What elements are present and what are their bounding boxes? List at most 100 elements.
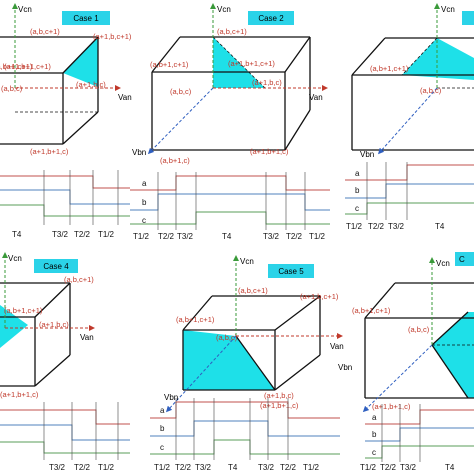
case-5-time-label: T1/2 <box>154 463 171 472</box>
case-2-wave-c <box>130 211 330 225</box>
case-5-time-label: T1/2 <box>303 463 320 472</box>
case-3-vertex: (a,b+1,c+1) <box>370 64 409 73</box>
case-6-wave-c <box>365 445 474 459</box>
case-3-wave-a <box>345 164 474 181</box>
case-1-vertex: (a+1,b+1,c) <box>30 147 69 156</box>
case-1-time-label: T1/2 <box>98 230 115 239</box>
case-1-wave-b <box>0 189 130 205</box>
case-6-phase-a-label: a <box>372 413 377 422</box>
case-5-shaded-region <box>183 330 275 390</box>
case-1-wave-a <box>0 175 130 189</box>
case-2-vertex: (a+1,b+1,c) <box>250 147 289 156</box>
case-5-vbn-axis <box>165 335 237 413</box>
case-3-time-label: T1/2 <box>346 222 363 231</box>
case-2-phase-c-label: c <box>142 216 146 225</box>
case-6-time-label: T1/2 <box>360 463 377 472</box>
case-2-vbn-label: Vbn <box>132 148 146 157</box>
case-5-panel: Vcn Van Vbn Case 5 (a,b,c+1) (a,b+1,c+1)… <box>150 255 344 472</box>
case-4-title: Case 4 <box>43 262 69 271</box>
case-4-wave-c <box>0 441 130 454</box>
case-5-vertex: (a,b+1,c+1) <box>176 315 215 324</box>
case-3-shaded-region <box>402 38 474 80</box>
case-3-wave-c <box>345 202 474 215</box>
case-1-vertex: (a,b+1,c+1) <box>0 62 33 71</box>
case-6-title: C <box>459 255 465 264</box>
case-3-wave-b <box>345 183 474 199</box>
case-5-time-label: T3/2 <box>195 463 212 472</box>
case-3-phase-b-label: b <box>355 186 360 195</box>
case-4-time-label: T3/2 <box>49 463 66 472</box>
case-2-badge <box>248 11 294 25</box>
case-3-time-label: T3/2 <box>388 222 405 231</box>
case-3-vertex: (a,b,c) <box>420 86 442 95</box>
case-1-panel: Vcn Van Case 1 (a,b,c+1) (a+1,b,c+1) (a,… <box>0 3 132 239</box>
case-6-vertex: (a+1,b+1,c) <box>372 402 411 411</box>
case-2-vertex: (a,b,c) <box>170 87 192 96</box>
case-2-time-label: T3/2 <box>177 232 194 241</box>
case-5-badge <box>268 264 314 278</box>
case-1-time-label: T4 <box>12 230 22 239</box>
case-6-wave-b <box>365 427 474 442</box>
case-5-wave-b <box>150 420 340 437</box>
case-6-vbn-label: Vbn <box>338 363 352 372</box>
case-2-time-label: T4 <box>222 232 232 241</box>
case-6-time-label: T4 <box>445 463 455 472</box>
case-1-title: Case 1 <box>73 14 99 23</box>
case-2-vertex: (a,b+1,c+1) <box>150 60 189 69</box>
case-6-wave-a <box>365 409 474 425</box>
case-4-vertex: (a+1,b,c) <box>39 320 69 329</box>
case-4-vertex: (a,b,c+1) <box>64 275 94 284</box>
case-1-vertex: (a+1,b,c+1) <box>93 32 132 41</box>
case-4-shaded-region <box>0 305 28 348</box>
case-2-phase-b-label: b <box>142 198 147 207</box>
case-2-vcn-label: Vcn <box>217 5 231 14</box>
case-2-time-label: T2/2 <box>286 232 303 241</box>
case-3-time-label: T2/2 <box>368 222 385 231</box>
case-2-phase-a-label: a <box>142 179 147 188</box>
case-4-vertex: (a+1,b+1,c) <box>0 390 39 399</box>
case-1-vertex: (a,b,c) <box>1 84 23 93</box>
case-5-time-label: T2/2 <box>280 463 297 472</box>
case-3-vbn-axis <box>378 87 438 155</box>
case-4-panel: Vcn Van Case 4 (a,b,c+1) (a,b+1,c+1) (a+… <box>0 252 130 472</box>
case-4-wave-a <box>0 409 130 425</box>
case-3-phase-c-label: c <box>355 204 359 213</box>
case-5-vertex: (a,b,c) <box>216 333 238 342</box>
case-6-shaded-region <box>432 312 468 398</box>
case-5-vcn-label: Vcn <box>240 257 254 266</box>
case-2-time-label: T1/2 <box>133 232 150 241</box>
case-4-vertex: (a,b+1,c+1) <box>4 306 43 315</box>
case-3-vbn-label: Vbn <box>360 150 374 159</box>
case-4-van-label: Van <box>80 333 94 342</box>
case-1-vertex: (a+1,b,c) <box>76 80 106 89</box>
case-6-vertex: (a,b+1,c+1) <box>352 306 391 315</box>
case-2-wave-a <box>130 175 330 191</box>
case-5-vbn-label: Vbn <box>164 393 178 402</box>
case-1-vertex: (a+1,b+1,c+1) <box>4 62 51 71</box>
case-3-phase-a-label: a <box>355 169 360 178</box>
case-2-vertex: (a+1,b+1,c+1) <box>228 59 275 68</box>
case-4-vcn-label: Vcn <box>8 254 22 263</box>
case-5-time-label: T4 <box>228 463 238 472</box>
case-5-vertex: (a,b,c+1) <box>238 286 268 295</box>
case-6-phase-b-label: b <box>372 430 377 439</box>
case-5-vertex: (a+1,b,c) <box>264 391 294 400</box>
case-3-badge <box>462 11 474 25</box>
case-5-phase-c-label: c <box>160 443 164 452</box>
case-1-vertex: (a,b,c+1) <box>30 27 60 36</box>
case-2-time-label: T1/2 <box>309 232 326 241</box>
case-5-vertex: (a+1,b,c+1) <box>300 292 339 301</box>
case-2-wave-b <box>130 193 330 211</box>
case-1-time-label: T3/2 <box>52 230 69 239</box>
case-2-vertex: (a+1,b,c) <box>252 78 282 87</box>
case-3-vcn-label: Vcn <box>441 5 455 14</box>
case-5-phase-b-label: b <box>160 424 165 433</box>
case-5-wave-a <box>150 401 340 419</box>
case-4-badge <box>34 259 78 273</box>
case-1-time-label: T2/2 <box>74 230 91 239</box>
case-3-panel: Vcn Vbn (a,b+1,c+1) (a,b,c) a b c T1/2 T… <box>345 3 474 231</box>
case-6-vbn-axis <box>362 344 433 413</box>
case-2-vbn-axis <box>147 87 214 155</box>
case-6-time-label: T2/2 <box>380 463 397 472</box>
